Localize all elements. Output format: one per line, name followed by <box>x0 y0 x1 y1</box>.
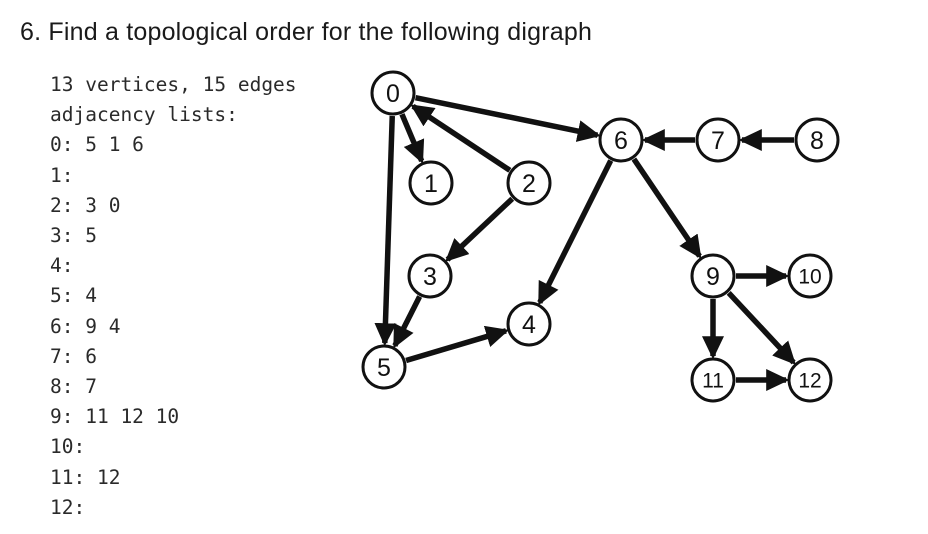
adjacency-row-4: 4: <box>50 254 74 278</box>
node-circle-4 <box>506 301 552 347</box>
question-title: 6. Find a topological order for the foll… <box>20 18 593 46</box>
adjacency-row-12: 12: <box>50 495 86 519</box>
node-10: 10 <box>787 253 833 299</box>
adjacency-heading: adjacency lists: <box>50 103 238 127</box>
adjacency-row-6: 6: 9 4 <box>50 314 121 338</box>
node-2: 2 <box>506 160 552 206</box>
node-circle-7 <box>695 117 741 163</box>
node-circle-9 <box>690 253 736 299</box>
node-5: 5 <box>361 344 407 390</box>
node-circle-1 <box>408 160 454 206</box>
node-1: 1 <box>408 160 454 206</box>
node-0: 0 <box>370 70 416 116</box>
edge-0-to-5 <box>374 115 397 347</box>
node-label-11: 11 <box>702 370 724 393</box>
adjacency-row-1: 1: <box>50 163 74 187</box>
node-7: 7 <box>695 117 741 163</box>
node-11: 11 <box>690 357 736 403</box>
edge-5-to-4 <box>405 325 510 364</box>
node-label-12: 12 <box>798 370 821 393</box>
adjacency-rows: 0: 5 1 6 1: 2: 3 0 3: 5 4: 5: 4 6: 9 4 7: 6 8: 7… <box>50 130 297 523</box>
adjacency-row-5: 5: 4 <box>50 284 97 308</box>
edges-layer <box>374 94 796 391</box>
node-9: 9 <box>690 253 736 299</box>
node-3: 3 <box>407 253 453 299</box>
node-label-5: 5 <box>377 354 391 382</box>
node-circle-3 <box>407 253 453 299</box>
adjacency-row-9: 9: 11 12 10 <box>50 405 180 429</box>
node-circle-5 <box>361 344 407 390</box>
node-label-7: 7 <box>711 127 725 155</box>
node-8: 8 <box>794 117 840 163</box>
edge-6-to-9 <box>631 157 702 259</box>
adjacency-row-11: 11: 12 <box>50 465 121 489</box>
edge-2-to-3 <box>445 196 515 262</box>
node-label-0: 0 <box>386 80 400 108</box>
node-circle-2 <box>506 160 552 206</box>
adjacency-row-10: 10: <box>50 435 86 459</box>
adjacency-row-3: 3: 5 <box>50 224 97 248</box>
node-circle-10 <box>787 253 833 299</box>
edge-0-to-1 <box>399 113 425 164</box>
node-label-2: 2 <box>522 170 536 198</box>
vertex-edge-count: 13 vertices, 15 edges <box>50 73 297 96</box>
node-circle-11 <box>690 357 736 403</box>
node-label-10: 10 <box>798 266 821 289</box>
node-label-3: 3 <box>423 263 437 291</box>
edge-3-to-5 <box>392 295 423 349</box>
edge-9-to-12 <box>726 290 796 365</box>
node-6: 6 <box>598 117 644 163</box>
node-label-8: 8 <box>810 127 824 155</box>
node-12: 12 <box>787 357 833 403</box>
edge-6-to-4 <box>537 159 614 306</box>
node-label-1: 1 <box>424 170 438 198</box>
adjacency-row-2: 2: 3 0 <box>50 193 121 217</box>
adjacency-row-0: 0: 5 1 6 <box>50 133 144 157</box>
node-4: 4 <box>506 301 552 347</box>
node-circle-0 <box>370 70 416 116</box>
node-label-4: 4 <box>522 311 536 339</box>
node-label-9: 9 <box>706 263 720 291</box>
adjacency-listing: 13 vertices, 15 edges adjacency lists: 0… <box>50 70 297 523</box>
adjacency-row-7: 7: 6 <box>50 344 97 368</box>
edge-0-to-6 <box>414 94 601 142</box>
node-label-6: 6 <box>614 127 628 155</box>
node-circle-12 <box>787 357 833 403</box>
node-circle-8 <box>794 117 840 163</box>
edge-2-to-0 <box>410 103 512 173</box>
node-circle-6 <box>598 117 644 163</box>
adjacency-row-8: 8: 7 <box>50 375 97 399</box>
